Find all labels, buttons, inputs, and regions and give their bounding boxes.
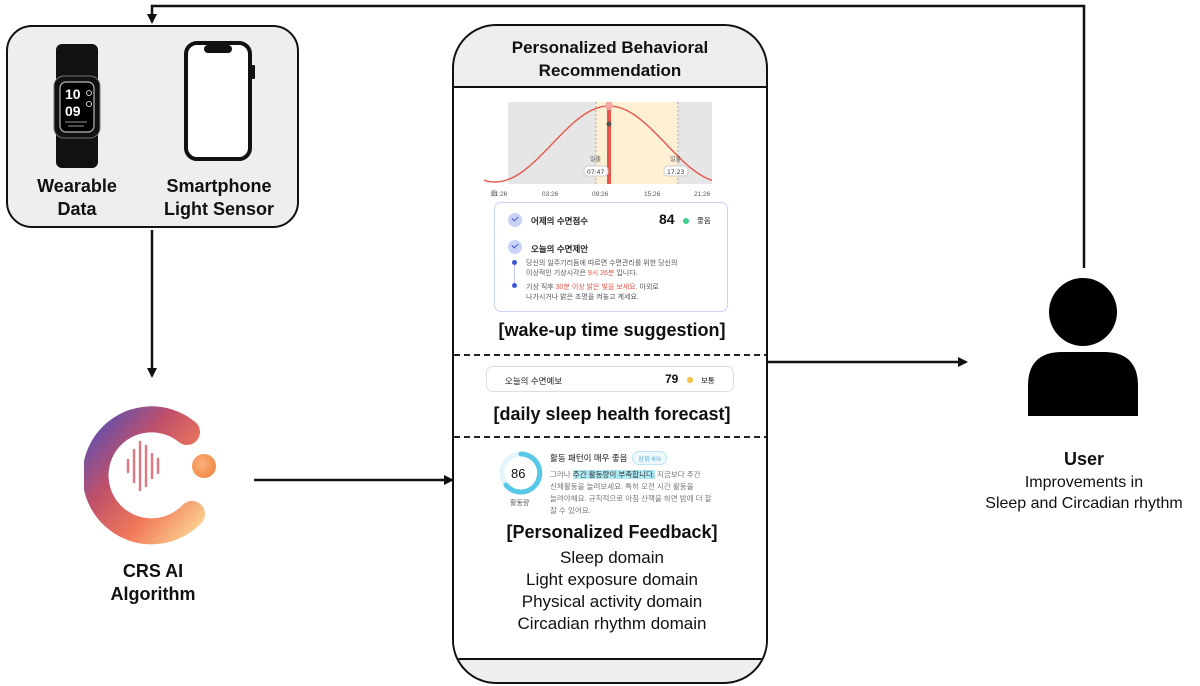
divider — [454, 436, 766, 438]
score-status: 좋음 — [697, 216, 711, 225]
crs-ai-logo — [84, 406, 216, 545]
forecast-status: 보통 — [701, 376, 715, 385]
wearable-band-icon: 10 09 — [53, 44, 101, 168]
chart-tick-label: 09:26 — [592, 191, 609, 198]
domain-sleep: Sleep domain — [560, 548, 664, 567]
suggest-label: 오늘의 수면제안 — [531, 244, 589, 254]
score-label: 어제의 수면점수 — [531, 216, 589, 226]
good-status-dot — [683, 218, 689, 224]
phone-screen: 일출 07:47 일몰 17:23 21:26 03:26 09:26 15:26 21… — [454, 86, 766, 660]
normal-status-dot — [687, 377, 693, 383]
svg-text:09: 09 — [65, 103, 81, 119]
rank-badge: 상위 6% — [632, 451, 668, 465]
svg-text:일몰: 일몰 — [670, 155, 682, 163]
check-icon — [508, 213, 522, 227]
wake-up-card: 어제의 수면점수 84 좋음 오늘의 수면제안 당신의 일주기리듬에 따르면 수… — [494, 202, 728, 312]
check-icon — [508, 240, 522, 254]
score-value: 84 — [659, 211, 675, 227]
domain-light: Light exposure domain — [525, 570, 698, 589]
chart-tick-label: 21:26 — [694, 191, 711, 198]
svg-text:일출: 일출 — [590, 155, 602, 163]
svg-text:10: 10 — [65, 86, 81, 102]
section-title-wakeup: [wake-up time suggestion] — [498, 320, 726, 340]
domain-circadian: Circadian rhythm domain — [517, 614, 707, 633]
domain-activity: Physical activity domain — [521, 592, 703, 611]
feedback-title: 활동 패턴이 매우 좋음 — [550, 453, 628, 463]
forecast-value: 79 — [665, 372, 679, 386]
activity-gauge-icon: 86 — [499, 451, 543, 495]
chart-tick-label: 21:26 — [491, 191, 508, 198]
chart-tick-label: 15:26 — [644, 191, 661, 198]
svg-text:07:47: 07:47 — [587, 169, 604, 176]
smartphone-icon — [184, 41, 255, 161]
section-title-feedback: [Personalized Feedback] — [506, 522, 718, 542]
divider — [454, 354, 766, 356]
user-icon — [1028, 278, 1138, 416]
sleep-forecast-card: 오늘의 수면예보 79 보통 — [486, 366, 734, 392]
svg-text:86: 86 — [511, 466, 525, 481]
forecast-label: 오늘의 수면예보 — [505, 376, 563, 386]
circadian-light-chart: 일출 07:47 일몰 17:23 21:26 03:26 09:26 15:26 21… — [484, 102, 713, 198]
chart-tick-label: 03:26 — [542, 191, 559, 198]
section-title-forecast: [daily sleep health forecast] — [493, 404, 731, 424]
svg-text:17:23: 17:23 — [667, 169, 684, 176]
user-label: User — [1063, 449, 1105, 469]
gauge-label: 활동량 — [510, 500, 530, 507]
feedback-loop-arrow — [147, 4, 1086, 268]
